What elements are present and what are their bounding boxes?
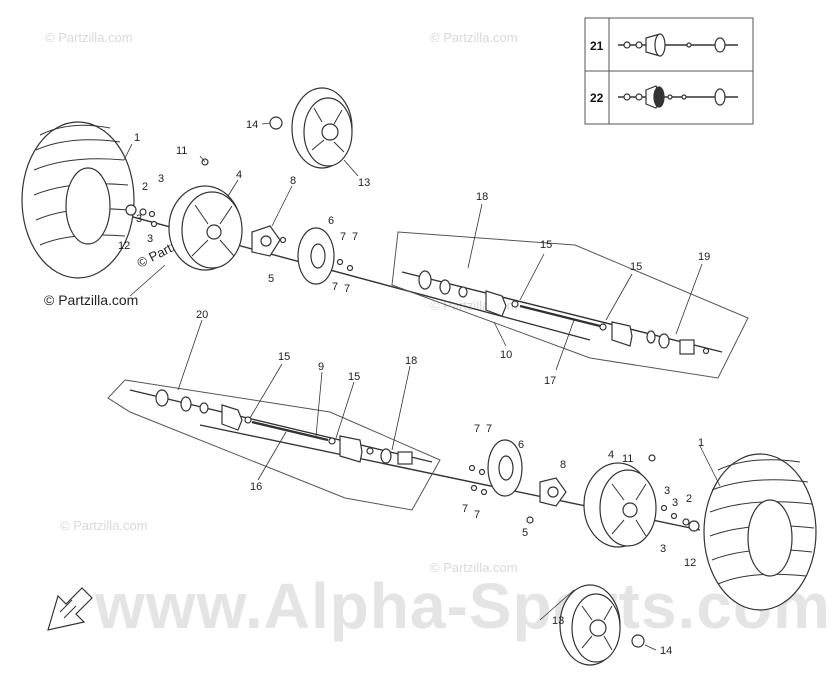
watermark-partzilla: © Partzilla.com (60, 518, 148, 533)
callout-9: 9 (318, 361, 324, 373)
callout-3: 3 (136, 213, 142, 225)
callout-7: 7 (462, 503, 468, 515)
callout-1: 1 (698, 437, 704, 449)
inset-22-shaft-kit (618, 85, 738, 109)
drive-shaft-box-lower (107, 379, 441, 511)
spare-wheel-lower (559, 584, 645, 666)
callout-2: 2 (686, 493, 692, 505)
callout-12: 12 (118, 240, 130, 252)
drive-shaft-box-upper (391, 231, 749, 379)
callout-7: 7 (344, 283, 350, 295)
callout-2: 2 (142, 181, 148, 193)
fasteners-lower (468, 454, 700, 532)
callout-8: 8 (290, 175, 296, 187)
callout-3: 3 (660, 543, 666, 555)
callout-5: 5 (522, 527, 528, 539)
callout-19: 19 (698, 251, 710, 263)
inset-label-21: 21 (590, 39, 604, 53)
callout-7: 7 (352, 231, 358, 243)
callout-7: 7 (474, 509, 480, 521)
wheel-rim-upper (168, 185, 243, 271)
wheel-rim-lower (583, 462, 657, 548)
callout-17: 17 (544, 375, 556, 387)
callout-11: 11 (622, 453, 633, 465)
callout-13: 13 (358, 177, 370, 189)
inset-21-shaft-kit (618, 33, 738, 57)
callout-3: 3 (672, 497, 678, 509)
callout-3: 3 (664, 485, 670, 497)
callout-5: 5 (268, 273, 274, 285)
leader-lines (123, 122, 721, 651)
callout-15: 15 (348, 371, 360, 383)
callout-20: 20 (196, 309, 208, 321)
callout-16: 16 (250, 481, 262, 493)
hub-upper (251, 225, 281, 257)
callout-7: 7 (332, 281, 338, 293)
tire-upper (21, 121, 135, 279)
callout-18: 18 (476, 191, 488, 203)
callout-13: 13 (552, 615, 564, 627)
inset-label-22: 22 (590, 91, 604, 105)
callout-10: 10 (500, 349, 512, 361)
callout-8: 8 (560, 459, 566, 471)
callout-3: 3 (158, 173, 164, 185)
callout-7: 7 (486, 423, 492, 435)
hub-lower (526, 477, 567, 524)
fasteners-upper (125, 158, 354, 272)
callout-15: 15 (540, 239, 552, 251)
lower-wheel-assembly (47, 379, 817, 666)
tire-lower (703, 453, 817, 611)
inset-table: 21 22 (584, 17, 754, 125)
callout-3: 3 (147, 233, 153, 245)
callout-15: 15 (278, 351, 290, 363)
callout-11: 11 (176, 145, 187, 157)
callout-7: 7 (474, 423, 480, 435)
watermark-partzilla: © Partzilla.com (430, 30, 518, 45)
callout-15: 15 (630, 261, 642, 273)
front-arrow-icon (47, 587, 93, 631)
watermark-partzilla: © Partzilla.com (45, 30, 133, 45)
copyright-label: © Partzilla.com (44, 292, 138, 308)
callout-4: 4 (608, 449, 614, 461)
watermark-layer: © Partzilla.com © Partzilla.com © Partzi… (45, 30, 831, 642)
callout-7: 7 (340, 231, 346, 243)
callout-1: 1 (134, 132, 140, 144)
callout-4: 4 (236, 169, 242, 181)
brake-disc-upper (297, 227, 335, 285)
callout-14: 14 (660, 645, 672, 657)
watermark-partzilla: © Partzilla.com (430, 560, 518, 575)
callout-6: 6 (328, 215, 334, 227)
spare-wheel-upper (269, 87, 353, 169)
callout-14: 14 (246, 119, 258, 131)
callout-6: 6 (518, 439, 524, 451)
watermark-alpha-sports: www.Alpha-Sports.com (94, 570, 831, 642)
callout-12: 12 (684, 557, 696, 569)
upper-wheel-assembly (21, 87, 749, 379)
callout-18: 18 (405, 355, 417, 367)
copyright-leader (129, 264, 166, 297)
brake-disc-lower (487, 439, 523, 497)
callout-labels: 1 2 3 3 3 4 5 6 7 7 7 7 8 11 12 13 14 18… (118, 119, 710, 657)
